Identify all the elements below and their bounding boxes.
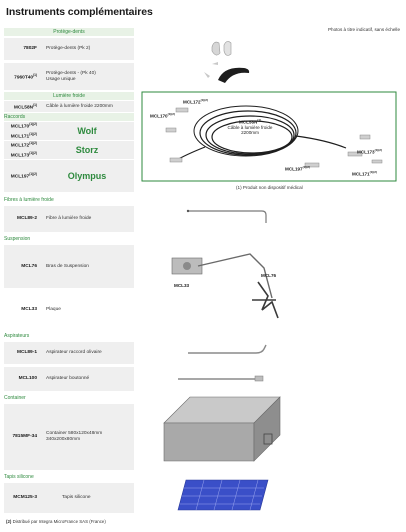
label-mcl170: MCL170(1)(2) (150, 112, 175, 119)
product-desc: Aspirateur raccord olivaire (46, 350, 102, 355)
brand-storz: Storz (75, 145, 99, 155)
section-aspirateurs: Aspirateurs (4, 333, 30, 339)
aspirator-button-image (178, 375, 264, 382)
product-code: MCL58N(1) (13, 102, 37, 111)
product-code: 7815MF-34 (12, 434, 37, 439)
section-lumiere: Lumière froide (4, 92, 134, 100)
product-desc: Câble à lumière froide 2200mm (46, 103, 113, 109)
product-code: MCL170(1)(2)MCL171(1)(2) (10, 122, 37, 140)
label-mcl173: MCL173(1)(2) (357, 148, 382, 155)
footnote-non-medical: (1) Produit non dispositif médical (236, 185, 303, 190)
product-desc: Plaque (46, 307, 61, 312)
product-desc: Fibre à lumière froide (46, 216, 92, 221)
row-mcl100: MCL100 Aspirateur boutonné (4, 367, 134, 391)
row-mcl33: MCL33 Plaque (4, 290, 134, 330)
product-code: MCL76 (21, 263, 37, 269)
cable-connectors (165, 107, 383, 168)
container-image (163, 396, 281, 462)
label-mcl172: MCL172(1)(2) (183, 98, 208, 105)
row-storz: MCL172(1)(2)MCL173(1)(2) Storz (4, 141, 134, 159)
label-mcl197: MCL197(1)(2) (285, 165, 310, 172)
row-mcl76: MCL76 Bras de Suspension (4, 245, 134, 288)
page-title: Instruments complémentaires (6, 6, 153, 18)
section-tapis: Tapis silicone (4, 474, 34, 480)
product-desc: Tapis silicone (62, 495, 91, 500)
section-raccords: Raccords (4, 113, 134, 121)
cable-figure-frame (141, 91, 397, 182)
label-mcl33: MCL33 (174, 283, 190, 288)
silicone-mat-image (177, 479, 269, 511)
mouth-guard-image (204, 62, 250, 83)
product-code: MCM125-3 (13, 495, 37, 500)
row-mcl58n: MCL58N(1) Câble à lumière froide 2200mm (4, 101, 134, 112)
label-mcl171: MCL171(1)(2) (352, 170, 377, 177)
product-desc: Protège-dents - (Pk 40)Usage unique (46, 70, 96, 82)
row-7960t40: 7960T40(1) Protège-dents - (Pk 40)Usage … (4, 63, 134, 90)
product-code: MCL89-1 (17, 350, 37, 355)
product-code: 7802F (23, 46, 37, 51)
product-code: MCL89-2 (17, 216, 37, 221)
product-code: MCL197(1)(2) (10, 172, 37, 180)
fiber-image (186, 209, 267, 223)
brand-olympus: Olympus (67, 171, 107, 181)
product-desc: Protège-dents (Pk 2) (46, 46, 91, 51)
aspirator-olive-image (188, 344, 267, 354)
row-mcm125-3: MCM125-3 Tapis silicone (4, 483, 134, 513)
row-wolf: MCL170(1)(2)MCL171(1)(2) Wolf (4, 122, 134, 140)
section-fibres: Fibres à lumière froide (4, 197, 54, 203)
product-code: MCL100 (18, 376, 37, 381)
product-desc: Aspirateur boutonné (46, 376, 90, 381)
row-mcl89-2: MCL89-2 Fibre à lumière froide (4, 206, 134, 232)
brand-wolf: Wolf (77, 126, 97, 136)
row-olympus: MCL197(1)(2) Olympus (4, 160, 134, 192)
section-protege: Protège-dents (4, 28, 134, 36)
section-container: Container (4, 395, 26, 401)
row-7802f: 7802F Protège-dents (Pk 2) (4, 38, 134, 60)
footnote-distributor: (2) Distribué par Integra MicroFrance SA… (6, 519, 106, 524)
product-code: MCL33 (21, 307, 37, 312)
label-mcl76: MCL76 (261, 273, 277, 278)
product-desc: Bras de Suspension (46, 263, 89, 269)
product-code: 7960T40(1) (14, 72, 37, 81)
mouth-guard-pair-image (211, 41, 232, 56)
photo-note: Photos à titre indicatif, sans échelle (327, 27, 400, 32)
row-mcl89-1: MCL89-1 Aspirateur raccord olivaire (4, 342, 134, 364)
section-suspension: Suspension (4, 236, 31, 242)
product-code: MCL172(1)(2)MCL173(1)(2) (10, 141, 37, 159)
